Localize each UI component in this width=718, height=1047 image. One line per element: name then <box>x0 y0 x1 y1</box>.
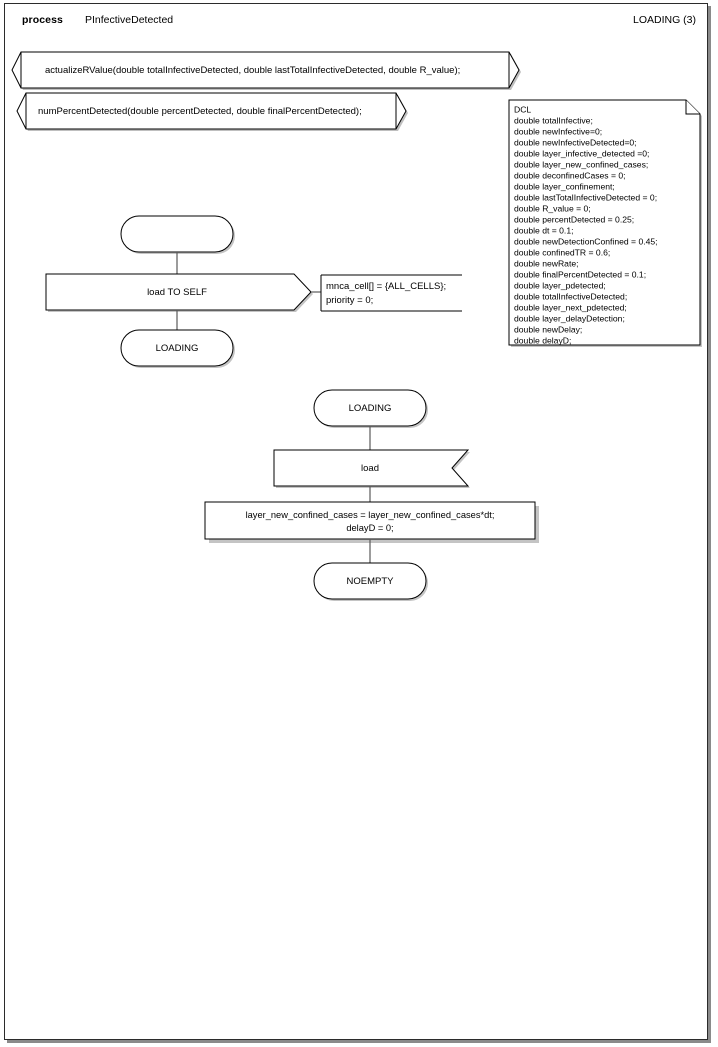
input-label-load: load <box>361 463 379 474</box>
procedure-symbol-num-percent-detected[interactable]: numPercentDetected(double percentDetecte… <box>16 92 408 131</box>
dcl-line-6: double layer_confinement; <box>514 182 615 192</box>
state-symbol-noempty[interactable]: NOEMPTY <box>313 562 428 601</box>
task-symbol-assignment[interactable]: layer_new_confined_cases = layer_new_con… <box>204 501 539 543</box>
state-symbol-loading-lower[interactable]: LOADING <box>313 389 428 428</box>
dcl-title: DCL <box>514 105 531 115</box>
task-line-1: layer_new_confined_cases = layer_new_con… <box>246 510 495 520</box>
header-page-label: LOADING (3) <box>632 14 696 26</box>
procedure-label-2: numPercentDetected(double percentDetecte… <box>38 106 362 117</box>
header-keyword: process <box>22 14 63 26</box>
dcl-line-18: double layer_delayDetection; <box>514 314 625 324</box>
dcl-line-12: double confinedTR = 0.6; <box>514 248 610 258</box>
dcl-line-9: double percentDetected = 0.25; <box>514 215 634 225</box>
dcl-line-17: double layer_next_pdetected; <box>514 303 627 313</box>
text-extension-line-1: mnca_cell[] = {ALL_CELLS}; <box>326 281 446 292</box>
procedure-label-1: actualizeRValue(double totalInfectiveDet… <box>45 65 460 76</box>
output-label-load-to-self: load TO SELF <box>147 287 207 298</box>
dcl-line-5: double deconfinedCases = 0; <box>514 171 626 181</box>
state-label-loading-upper: LOADING <box>156 343 199 354</box>
state-symbol-loading-upper[interactable]: LOADING <box>120 329 235 368</box>
dcl-line-8: double R_value = 0; <box>514 204 591 214</box>
dcl-text-block: DCL double totalInfective; double newInf… <box>514 105 658 346</box>
dcl-line-15: double layer_pdetected; <box>514 281 606 291</box>
dcl-line-10: double dt = 0.1; <box>514 226 574 236</box>
dcl-line-11: double newDetectionConfined = 0.45; <box>514 237 658 247</box>
state-symbol-start-empty[interactable] <box>120 215 235 254</box>
output-symbol-load-to-self[interactable]: load TO SELF <box>45 273 313 312</box>
state-label-noempty: NOEMPTY <box>347 576 395 587</box>
dcl-line-13: double newRate; <box>514 259 579 269</box>
dcl-line-0: double totalInfective; <box>514 116 593 126</box>
dcl-line-7: double lastTotalInfectiveDetected = 0; <box>514 193 657 203</box>
procedure-symbol-actualize-r-value[interactable]: actualizeRValue(double totalInfectiveDet… <box>11 51 521 90</box>
dcl-line-19: double newDelay; <box>514 325 582 335</box>
task-line-2: delayD = 0; <box>346 523 393 533</box>
text-extension-line-2: priority = 0; <box>326 295 373 306</box>
dcl-line-20: double delayD; <box>514 336 571 346</box>
dcl-note[interactable]: DCL double totalInfective; double newInf… <box>508 99 702 347</box>
state-label-loading-lower: LOADING <box>349 403 392 414</box>
input-symbol-load[interactable]: load <box>273 449 470 488</box>
dcl-line-3: double layer_infective_detected =0; <box>514 149 649 159</box>
dcl-line-2: double newInfectiveDetected=0; <box>514 138 637 148</box>
text-extension-symbol[interactable]: mnca_cell[] = {ALL_CELLS}; priority = 0; <box>320 274 462 312</box>
dcl-line-1: double newInfective=0; <box>514 127 602 137</box>
header-process-name: PInfectiveDetected <box>85 14 174 26</box>
dcl-line-4: double layer_new_confined_cases; <box>514 160 648 170</box>
dcl-line-14: double finalPercentDetected = 0.1; <box>514 270 646 280</box>
dcl-line-16: double totalInfectiveDetected; <box>514 292 627 302</box>
